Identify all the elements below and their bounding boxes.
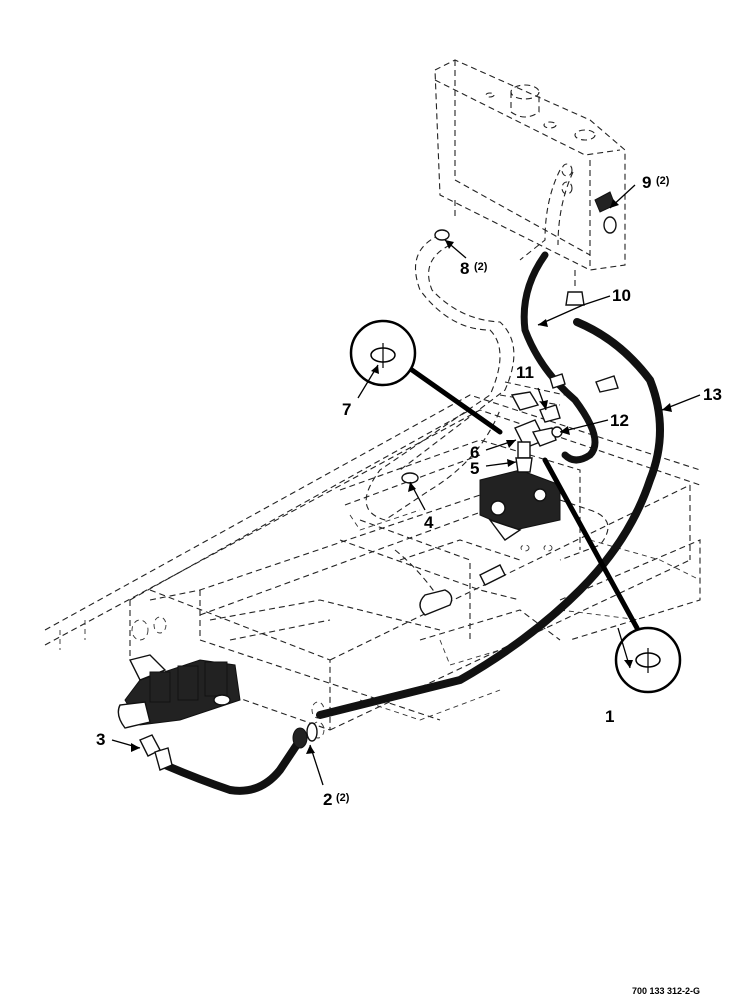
detail-lead-7 xyxy=(409,367,503,435)
callout-8-qty: (2) xyxy=(474,261,488,273)
fittings xyxy=(139,191,619,771)
callout-2: 2 xyxy=(323,790,332,809)
callout-10: 10 xyxy=(612,286,631,305)
callout-2-qty: (2) xyxy=(336,792,350,804)
callout-13: 13 xyxy=(703,385,722,404)
callout-7: 7 xyxy=(342,400,351,419)
detail-lead-1 xyxy=(542,457,640,631)
detail-circle-1 xyxy=(614,626,682,694)
callout-4: 4 xyxy=(424,513,434,532)
callout-1: 1 xyxy=(605,707,614,726)
callout-labels: 1 2 (2) 3 4 5 6 7 8 (2) 9 (2) 10 11 12 1… xyxy=(96,173,722,996)
callout-9-qty: (2) xyxy=(656,175,670,187)
detail-circle-7 xyxy=(349,319,417,387)
control-valve xyxy=(479,469,561,552)
hoses xyxy=(161,251,664,795)
callout-6: 6 xyxy=(470,443,479,462)
chassis-frame xyxy=(44,394,701,739)
hydraulic-pump xyxy=(117,654,241,729)
figure-code: 700 133 312-2-G xyxy=(632,986,700,996)
callout-11: 11 xyxy=(516,363,534,382)
callout-12: 12 xyxy=(610,411,629,430)
callout-5: 5 xyxy=(470,459,479,478)
callout-3: 3 xyxy=(96,730,105,749)
leader-lines xyxy=(111,184,701,786)
callout-8: 8 xyxy=(460,259,469,278)
callout-9: 9 xyxy=(642,173,651,192)
